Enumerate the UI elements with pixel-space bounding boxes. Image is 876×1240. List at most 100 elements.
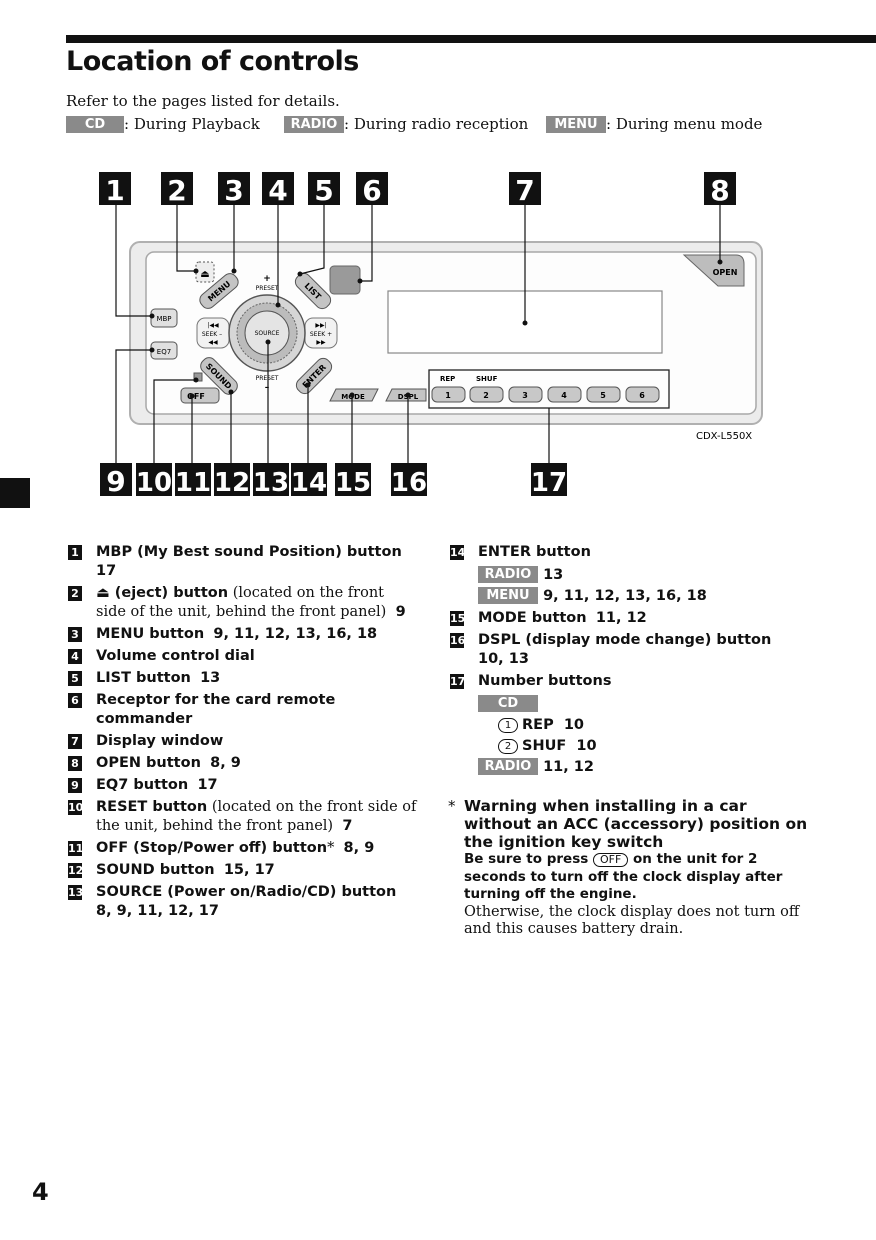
number-button-label: 6	[639, 391, 645, 400]
page-number: 4	[32, 1178, 49, 1206]
cd-badge: CD	[66, 116, 124, 133]
model-name: CDX-L550X	[696, 431, 752, 442]
entry-14-menu: MENU 9, 11, 12, 13, 16, 18	[448, 586, 808, 607]
eject-button	[195, 261, 215, 283]
callout-11: 11	[175, 468, 211, 498]
number-button-2	[469, 386, 504, 403]
top-rule	[66, 35, 876, 43]
leader-dots	[149, 259, 723, 399]
number-button-6	[625, 386, 660, 403]
legend-menu: MENU: During menu mode	[546, 115, 762, 133]
source-button-label: SOURCE	[255, 330, 280, 337]
callout-6: 6	[362, 174, 381, 207]
warning-instruction: Be sure to press OFF on the unit for 2 s…	[464, 851, 783, 902]
entry-2: 2⏏ (eject) button (located on the front …	[66, 584, 418, 622]
entry-17-radio: RADIO 11, 12	[448, 757, 808, 778]
number-button-label: 2	[483, 391, 489, 400]
seek-minus-label: SEEK –	[202, 331, 222, 338]
callout-7: 7	[515, 174, 534, 207]
eq7-button-label: EQ7	[157, 348, 171, 356]
callout-3: 3	[224, 174, 243, 207]
svg-text:|◀◀: |◀◀	[207, 322, 219, 329]
sound-button	[200, 357, 238, 395]
callout-16: 16	[391, 468, 427, 498]
source-button	[244, 310, 290, 356]
callouts-top: 1 2 3 4 5 6 7 8	[99, 172, 736, 207]
svg-text:▶▶: ▶▶	[316, 339, 326, 346]
callout-12: 12	[214, 468, 250, 498]
legend-cd-desc: : During Playback	[124, 115, 260, 133]
callout-5: 5	[314, 174, 333, 207]
off-key-icon: OFF	[593, 853, 629, 867]
menu-button	[199, 273, 239, 309]
callout-13: 13	[253, 468, 289, 498]
legend-radio: RADIO: During radio reception	[284, 115, 528, 133]
number-button-1	[431, 386, 466, 403]
off-button-label: OFF	[187, 392, 205, 401]
callout-10: 10	[136, 468, 172, 498]
legend-cd: CD: During Playback	[66, 115, 260, 133]
receptor	[329, 265, 361, 295]
legend-radio-desc: : During radio reception	[344, 115, 529, 133]
shuf-label: SHUF	[476, 375, 498, 383]
legend-menu-desc: : During menu mode	[606, 115, 763, 133]
svg-text:◀◀: ◀◀	[208, 339, 218, 346]
number-button-3	[508, 386, 543, 403]
warning-heading: Warning when installing in a car without…	[464, 797, 808, 851]
off-button	[180, 387, 220, 404]
entry-14-radio: RADIO 13	[448, 565, 808, 586]
radio-badge: RADIO	[284, 116, 344, 133]
list-button	[294, 272, 332, 310]
open-button	[682, 254, 745, 287]
preset-minus-label: –	[265, 383, 270, 393]
number-button-4	[547, 386, 582, 403]
mbp-button-label: MBP	[156, 315, 171, 323]
callout-17: 17	[531, 468, 567, 498]
eject-icon: ⏏	[200, 269, 209, 280]
warning-star: *	[448, 797, 456, 815]
callout-8: 8	[710, 174, 729, 207]
number-button-5	[586, 386, 621, 403]
page-title: Location of controls	[66, 46, 359, 77]
number-button-label: 5	[600, 391, 606, 400]
enter-button	[295, 357, 333, 395]
leader-lines	[115, 205, 721, 463]
number-button-label: 4	[561, 391, 567, 400]
warning-note: * Warning when installing in a car witho…	[448, 797, 808, 939]
preset-top-label: PRESET	[256, 285, 279, 292]
mode-legend: CD: During Playback RADIO: During radio …	[66, 115, 826, 137]
open-button-label: OPEN	[713, 268, 738, 277]
unit-diagram: ⏏ OPEN MBP EQ7 OFF MENU LIST SOUND ENTER…	[99, 172, 763, 498]
number-button-row: 1 2 3 4 5 6	[431, 386, 660, 403]
number-button-label: 1	[445, 391, 451, 400]
seek-plus-label: SEEK +	[310, 331, 332, 338]
warning-explanation: Otherwise, the clock display does not tu…	[464, 903, 800, 938]
callout-15: 15	[335, 468, 371, 498]
svg-text:▶▶|: ▶▶|	[315, 322, 326, 329]
callout-4: 4	[268, 174, 287, 207]
callout-14: 14	[291, 468, 327, 498]
intro-text: Refer to the pages listed for details.	[66, 92, 340, 110]
number-button-label: 3	[522, 391, 528, 400]
entry-17-cd: CD	[448, 694, 808, 715]
callout-1: 1	[105, 174, 124, 207]
